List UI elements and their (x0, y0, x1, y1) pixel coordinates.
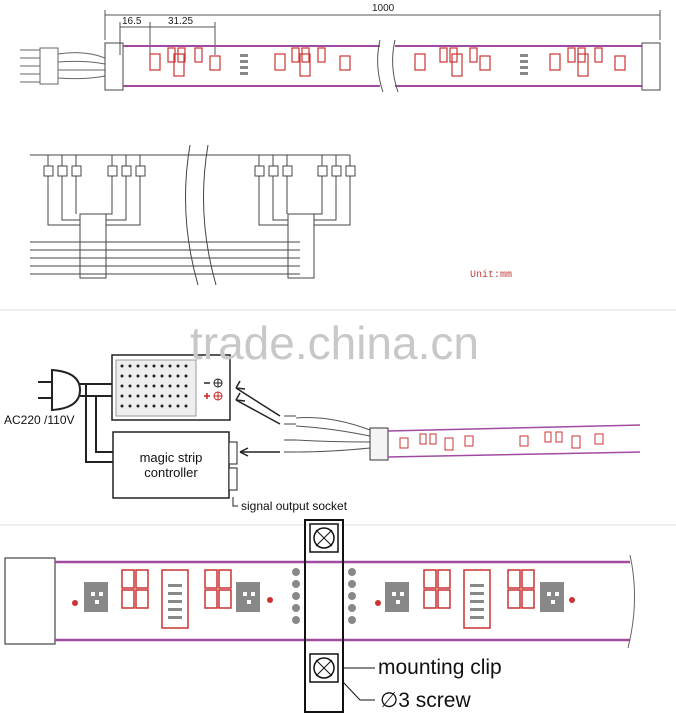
leds-left (84, 582, 260, 612)
bottom-strip (4, 554, 635, 649)
top-input-wires (20, 47, 106, 85)
leds-right (385, 582, 564, 612)
led-markers (72, 597, 575, 606)
controller-line-1: magic strip (139, 450, 203, 465)
power-supply (111, 354, 231, 421)
watermark: trade.china.cn (190, 317, 479, 369)
mounting-clip-label: mounting clip (378, 656, 502, 679)
controller-line-2: controller (144, 465, 198, 480)
unit-label: Unit:mm (470, 270, 513, 281)
signal-socket-label: signal output socket (241, 499, 348, 513)
pitch-label: 31.25 (168, 16, 194, 27)
schematic (30, 144, 356, 286)
dimension-lines (104, 10, 661, 55)
edge-offset-label: 16.5 (122, 16, 142, 27)
signal-arrows (232, 380, 281, 507)
controller-label: magic strip controller (113, 450, 229, 480)
controller-box (112, 431, 238, 499)
resistors (121, 569, 535, 629)
screw-label: ∅3 screw (380, 689, 471, 712)
middle-strip (284, 415, 641, 461)
vent-grid (120, 364, 188, 408)
mounting-clip (304, 519, 375, 713)
total-length-label: 1000 (372, 3, 395, 14)
solder-pads (292, 568, 356, 624)
power-plug (38, 368, 115, 463)
terminal-icons (204, 378, 223, 401)
top-strip (104, 39, 661, 93)
power-input-label: AC220 /110V (4, 413, 75, 427)
ic-pins (168, 584, 484, 619)
